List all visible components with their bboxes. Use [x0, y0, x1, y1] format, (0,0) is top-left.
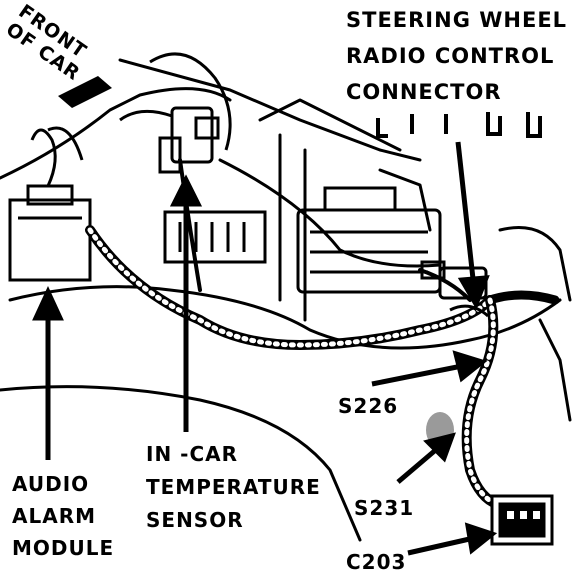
dash-edge-shade: [58, 76, 112, 108]
steering-wheel-radio-control-connector-label: STEERING WHEEL RADIO CONTROL CONNECTOR: [346, 10, 567, 103]
alarm-label-line-1: AUDIO: [12, 472, 90, 496]
steering-label-line-2: RADIO CONTROL: [346, 44, 555, 68]
steering-label-line-3: CONNECTOR: [346, 80, 502, 104]
temperature-sensor-drawing: [119, 52, 232, 174]
s226-label: S226: [338, 394, 399, 418]
pointer-arrows: [32, 141, 498, 556]
s231-label: S231: [354, 496, 415, 520]
sensor-label-line-3: SENSOR: [146, 508, 244, 532]
alarm-label-line-2: ALARM: [12, 504, 97, 528]
alarm-label-line-3: MODULE: [12, 536, 115, 560]
control-panel: [296, 186, 442, 294]
in-car-temperature-sensor-label: IN -CAR TEMPERATURE SENSOR: [146, 444, 321, 530]
sensor-label-line-1: IN -CAR: [146, 442, 238, 466]
steering-label-line-1: STEERING WHEEL: [346, 8, 568, 32]
audio-alarm-module-label: AUDIO ALARM MODULE: [12, 474, 114, 558]
wiring-harness: [85, 158, 560, 510]
audio-alarm-module-drawing: [8, 126, 92, 282]
duct-drawing: [163, 210, 267, 264]
connector-pin-glyphs: [376, 112, 542, 138]
c203-label: C203: [346, 550, 407, 574]
c203-connector-drawing: [490, 494, 554, 546]
sensor-label-line-2: TEMPERATURE: [146, 475, 321, 499]
